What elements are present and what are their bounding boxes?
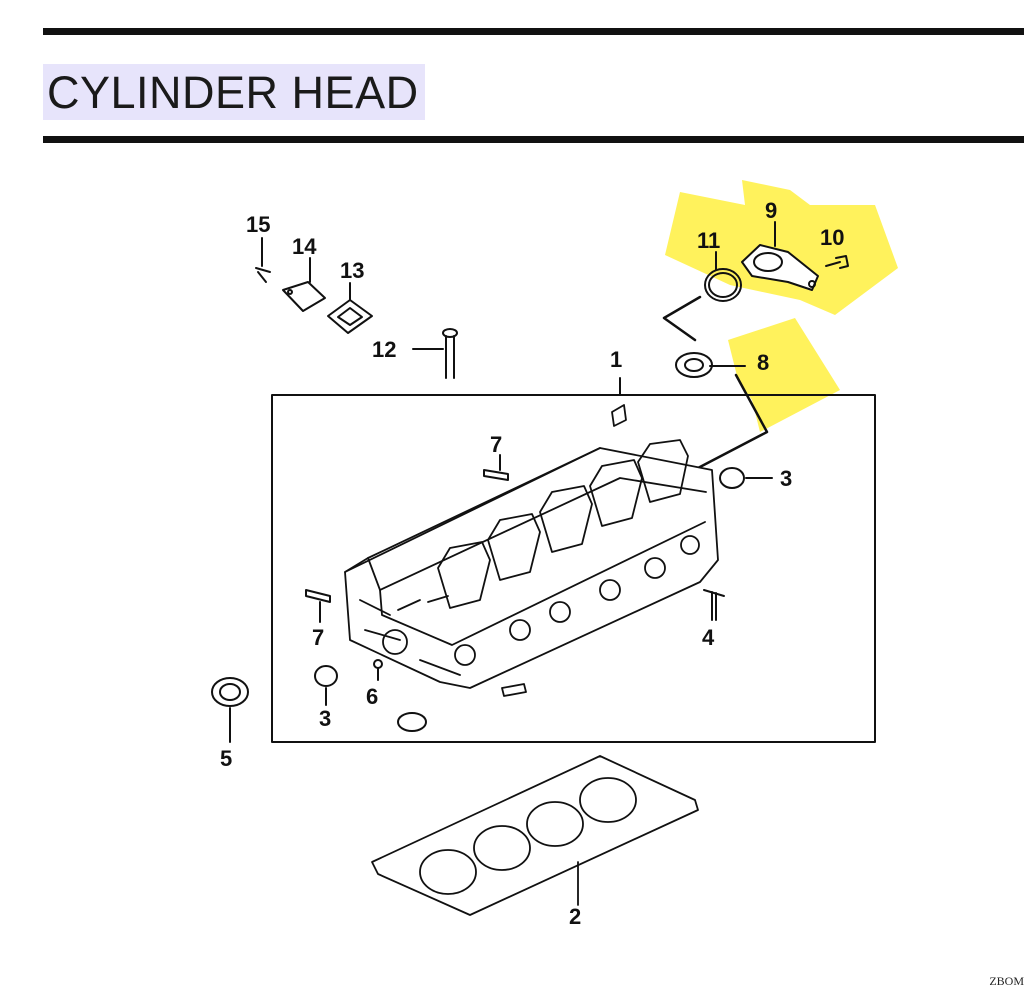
loose-pin xyxy=(501,683,527,697)
bracket-line-lower xyxy=(696,373,769,470)
part-5-oil-seal xyxy=(211,677,249,743)
cylinder-head-frame xyxy=(271,394,876,743)
cylinder-head-body xyxy=(344,439,719,689)
part-4-stud xyxy=(703,589,725,621)
part-3-plug-right xyxy=(719,467,773,489)
bottom-rule xyxy=(43,136,1024,143)
part-6-small-pin xyxy=(373,659,383,681)
part-7-dowel-pin-lower xyxy=(305,589,331,623)
callout-11: 11 xyxy=(697,228,720,253)
part-15-bolt xyxy=(255,237,271,283)
part-2-head-gasket xyxy=(371,755,699,916)
callout-3-left: 3 xyxy=(319,706,331,731)
part-14-cover-plate xyxy=(282,257,326,312)
highlight-part-8 xyxy=(728,318,840,432)
callout-6: 6 xyxy=(366,684,378,709)
callout-1: 1 xyxy=(610,347,622,372)
callout-14: 14 xyxy=(292,234,317,259)
callout-12: 12 xyxy=(372,337,396,362)
callout-2: 2 xyxy=(569,904,581,929)
part-7-dowel-pin-upper xyxy=(483,454,509,481)
part-11-o-ring xyxy=(704,251,742,302)
bracket-line xyxy=(662,295,702,342)
part-1-pin xyxy=(611,404,627,427)
callout-7-upper: 7 xyxy=(490,432,502,457)
part-9-thermostat-housing xyxy=(741,221,819,291)
part-10-bolt xyxy=(825,255,849,269)
page-title: CYLINDER HEAD xyxy=(43,64,425,120)
callout-13: 13 xyxy=(340,258,364,283)
top-rule xyxy=(43,28,1024,35)
callout-4: 4 xyxy=(702,625,715,650)
part-12-long-bolt xyxy=(412,328,458,379)
callout-7-lower: 7 xyxy=(312,625,324,650)
highlight-parts-9-10-11 xyxy=(665,180,898,315)
footer-code: ZBOM xyxy=(989,974,1024,988)
callout-9: 9 xyxy=(765,198,777,223)
callout-5: 5 xyxy=(220,746,232,771)
loose-seal xyxy=(397,712,427,732)
callout-15: 15 xyxy=(246,212,270,237)
part-13-gasket xyxy=(327,282,373,334)
callout-3-right: 3 xyxy=(780,466,792,491)
callout-8: 8 xyxy=(757,350,769,375)
callout-10: 10 xyxy=(820,225,844,250)
part-8-seal xyxy=(675,352,746,378)
part-3-plug-left xyxy=(314,665,338,706)
